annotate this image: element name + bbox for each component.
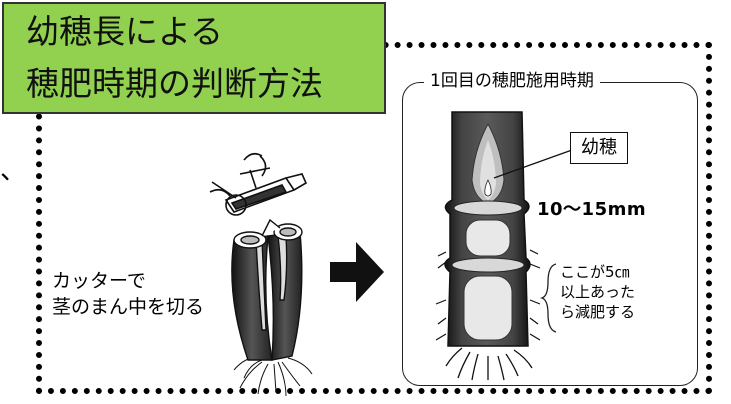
stem-section-illustration [435,111,573,381]
note-line: 以上あった [560,283,636,301]
cut-stem-illustration [231,218,313,397]
panicle-label: 幼穂 [570,132,628,164]
title-line-2: 穂肥時期の判断方法 [26,64,323,103]
note-line: ら減肥する [560,303,636,321]
panicle-length-label: 10～15mm [537,199,647,220]
cutting-instruction: カッターで 茎のまん中を切る [52,268,204,320]
arrow-right-icon [330,242,384,302]
instruction-line: 茎のまん中を切る [52,296,205,318]
note-line: ここが5㎝ [560,263,630,281]
internode-note: ここが5㎝ 以上あった ら減肥する [560,262,635,322]
title-box: 幼穂長による 穂肥時期の判断方法 [2,2,386,114]
stray-mark: 、 [0,156,27,186]
panel-heading: 1回目の穂肥施用時期 [424,70,600,92]
title-line-1: 幼穂長による [26,12,224,51]
instruction-line: カッターで [52,270,146,292]
cutter-knife-icon [209,152,308,216]
